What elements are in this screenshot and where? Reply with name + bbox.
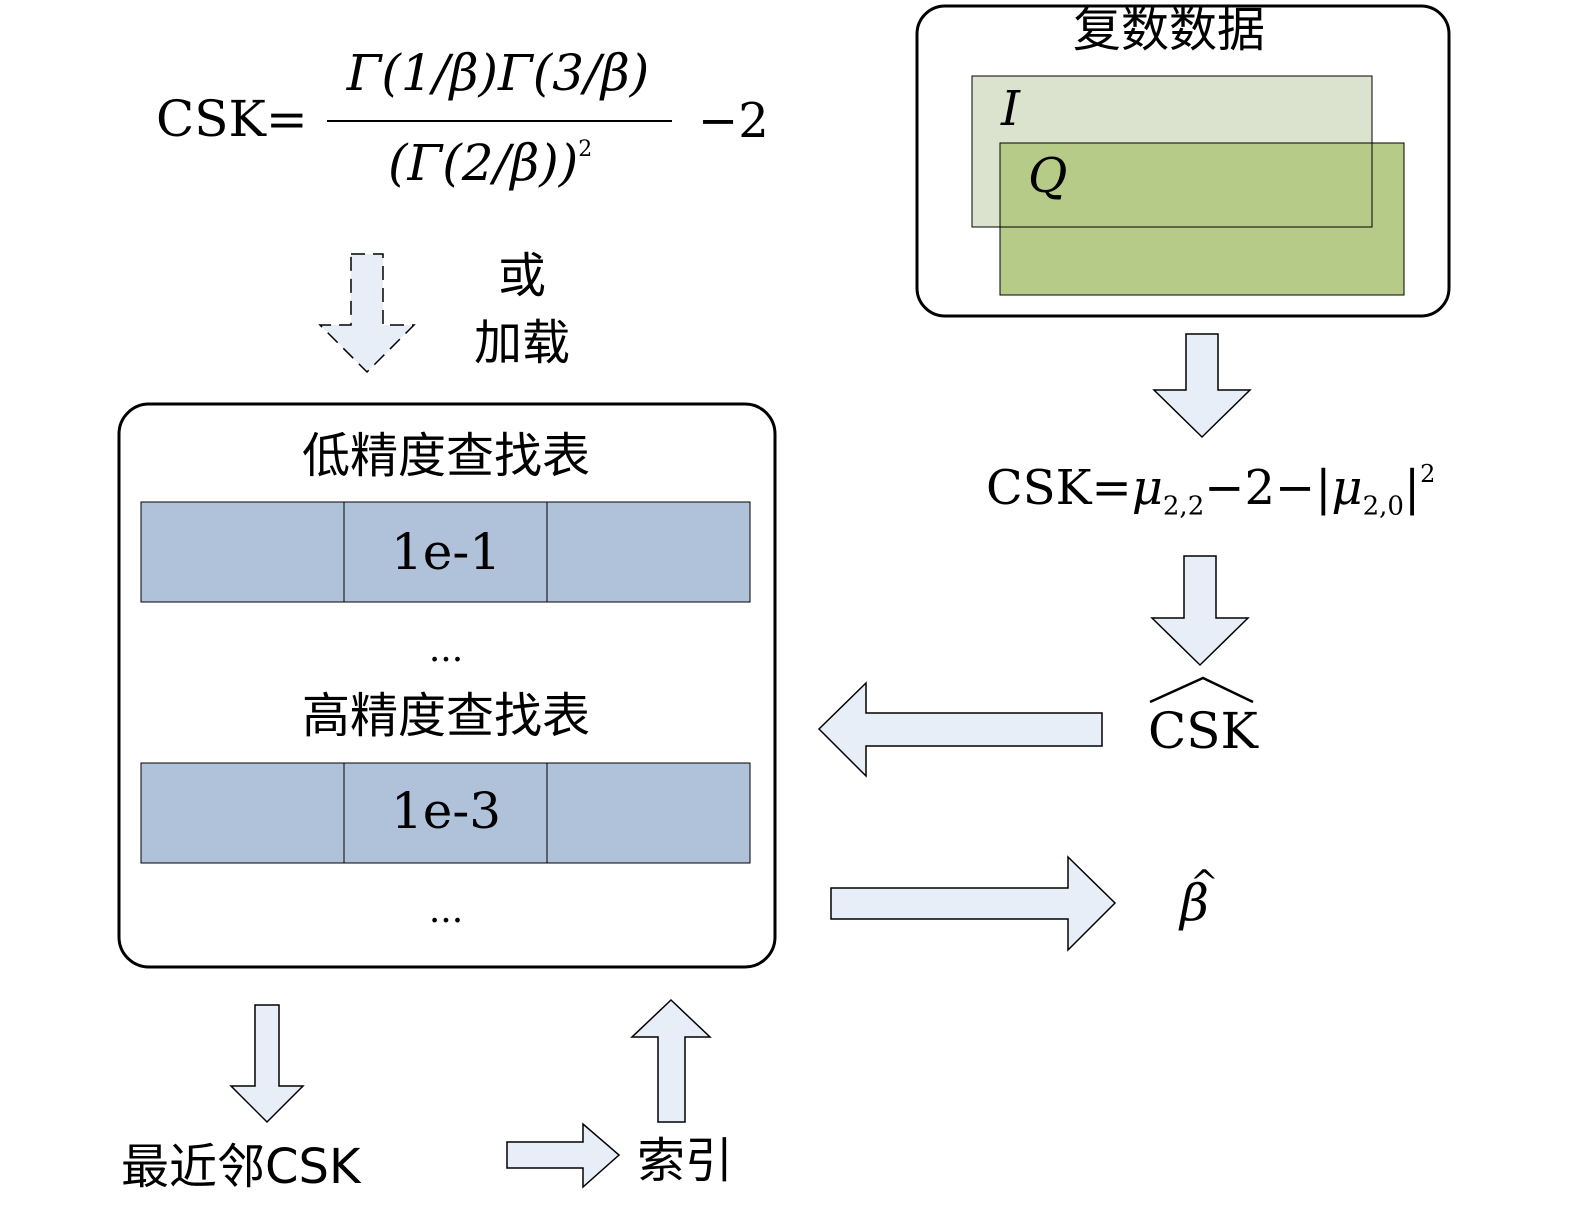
formula-right: CSK=μ2,2−2−|μ2,0|2 — [986, 462, 1435, 520]
csk-hat-accent — [1149, 676, 1254, 704]
formula-right-mu1-sub: 2,2 — [1162, 491, 1205, 522]
right-arrow-to-index — [506, 1122, 621, 1189]
formula-top-denominator: (Γ(2/β))2 — [388, 138, 592, 188]
i-rect-outline — [971, 75, 1373, 228]
left-arrow-to-lookup — [817, 681, 1103, 778]
complex-data-title: 复数数据 — [1073, 2, 1266, 58]
formula-right-lhs: CSK= — [986, 460, 1132, 516]
formula-right-mu2: μ — [1331, 460, 1363, 516]
beta-hat-hat: ^ — [1190, 863, 1219, 903]
right-arrow-to-beta — [830, 855, 1117, 952]
beta-hat-label: ^β — [1180, 866, 1219, 928]
dashed-down-arrow — [318, 253, 416, 374]
formula-right-abs-close: | — [1403, 460, 1421, 516]
up-arrow-index-to-lookup — [630, 998, 712, 1123]
high-table-cell-1 — [140, 762, 345, 864]
high-table-cell-2 — [343, 762, 548, 864]
load-label: 加载 — [474, 315, 571, 371]
formula-right-exp: 2 — [1420, 460, 1436, 488]
low-precision-value: 1e-1 — [390, 523, 502, 581]
high-precision-title: 高精度查找表 — [301, 688, 591, 744]
down-arrow-formula-to-csk — [1150, 555, 1250, 667]
low-table-cell-2 — [343, 501, 548, 603]
down-arrow-data-to-formula — [1152, 333, 1252, 439]
high-table-cell-3 — [546, 762, 751, 864]
ellipsis-1: ... — [428, 629, 464, 670]
high-precision-value: 1e-3 — [390, 782, 502, 840]
beta-hat-symbol: β — [1180, 874, 1209, 932]
formula-top-denominator-exp: 2 — [578, 137, 593, 162]
formula-right-mu2-sub: 2,0 — [1362, 491, 1404, 522]
formula-right-minus: −2−| — [1204, 460, 1332, 516]
down-arrow-to-nearest — [229, 1004, 305, 1124]
q-label: Q — [1028, 148, 1068, 204]
ellipsis-2: ... — [428, 890, 464, 931]
formula-top-denominator-base: (Γ(2/β)) — [388, 134, 579, 192]
formula-top-lhs: CSK= — [156, 90, 308, 148]
q-component-rect — [999, 142, 1405, 296]
i-label: I — [1001, 81, 1020, 137]
or-label: 或 — [498, 248, 547, 304]
nearest-csk-label: 最近邻CSK — [121, 1139, 361, 1195]
formula-top-tail: −2 — [698, 93, 769, 149]
low-table-cell-3 — [546, 501, 751, 603]
index-label: 索引 — [637, 1133, 734, 1189]
low-table-cell-1 — [140, 501, 345, 603]
csk-hat-label: CSK — [1148, 702, 1258, 760]
formula-top-numerator: Γ(1/β)Γ(3/β) — [346, 44, 650, 102]
formula-right-mu1: μ — [1131, 460, 1163, 516]
low-precision-title: 低精度查找表 — [301, 428, 591, 484]
